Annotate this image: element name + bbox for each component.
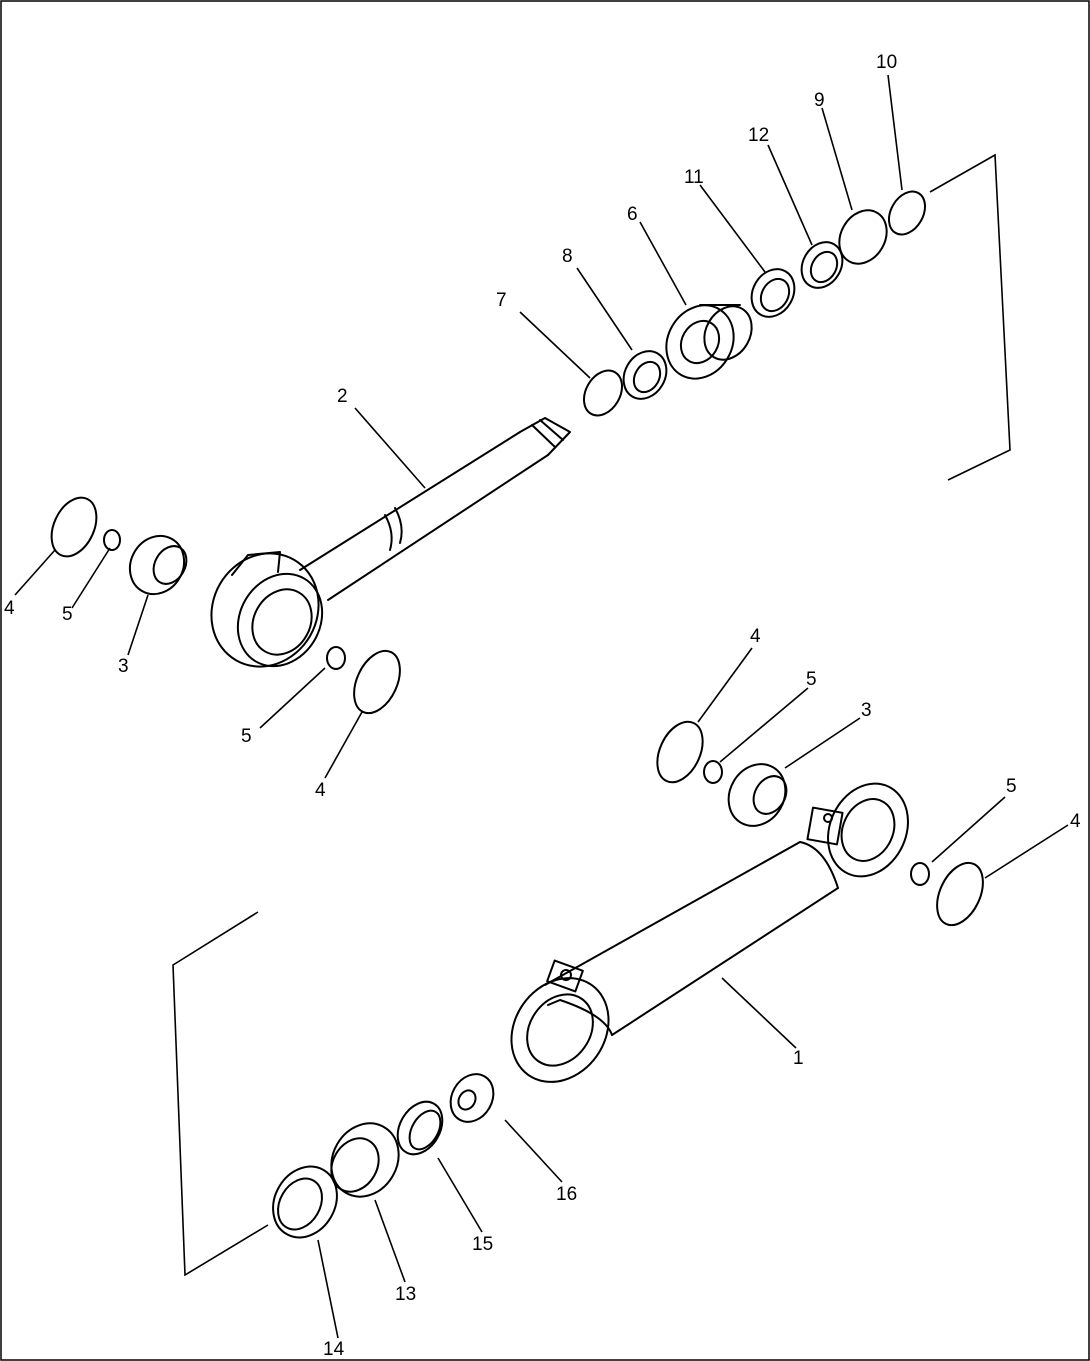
callout-4-mid-right: 4	[750, 626, 761, 647]
callout-3-left: 3	[118, 656, 129, 677]
o-ring-5-upper-left	[103, 529, 121, 551]
snap-ring-4-mid-right	[656, 720, 704, 784]
callout-3-right: 3	[861, 700, 872, 721]
dust-seal	[800, 241, 844, 289]
cylinder-tube	[510, 782, 909, 1083]
callout-11: 11	[684, 167, 704, 188]
rod-seal	[750, 268, 796, 318]
callout-1: 1	[793, 1048, 804, 1069]
callout-5-mid-left: 5	[241, 726, 252, 747]
rod-guide	[665, 304, 753, 380]
callout-15: 15	[472, 1234, 493, 1255]
o-ring-5-right	[910, 862, 930, 886]
o-ring-5-mid-left	[326, 646, 346, 670]
assembly-bracket-upper	[929, 153, 1011, 481]
callout-14: 14	[323, 1339, 345, 1360]
snap-ring-4-right	[936, 861, 984, 927]
callout-16: 16	[556, 1184, 577, 1205]
leader-lines	[14, 74, 1069, 1339]
o-ring-10	[887, 190, 927, 236]
callout-9: 9	[814, 90, 825, 111]
callout-10: 10	[876, 52, 897, 73]
callout-5-right: 5	[1006, 776, 1017, 797]
callout-6: 6	[627, 204, 638, 225]
assembly-bracket-lower	[172, 911, 269, 1277]
snap-ring-7	[583, 369, 623, 417]
callout-5-mid-right: 5	[806, 669, 817, 690]
bushing	[622, 350, 668, 400]
ring-9	[838, 209, 888, 265]
ring-15	[396, 1100, 444, 1156]
callout-4-upper-left: 4	[4, 598, 15, 619]
snap-ring-4-mid-left	[353, 649, 401, 715]
seal-14	[272, 1165, 338, 1239]
piston-rod	[210, 417, 571, 668]
callout-4-mid-left: 4	[315, 780, 326, 801]
callout-8: 8	[562, 246, 573, 267]
snap-ring-4-upper-left	[50, 496, 98, 558]
o-ring-5-mid-right	[703, 760, 723, 784]
callout-5-upper-left: 5	[62, 604, 73, 625]
callout-4-right: 4	[1070, 811, 1081, 832]
bushing-3-upper-left	[128, 534, 188, 596]
callout-12: 12	[748, 125, 769, 146]
callout-7: 7	[496, 290, 507, 311]
nut-16	[449, 1073, 495, 1123]
bushing-3-right	[727, 763, 788, 827]
callout-2: 2	[337, 386, 348, 407]
callout-13: 13	[395, 1284, 416, 1305]
piston-13	[330, 1122, 400, 1198]
